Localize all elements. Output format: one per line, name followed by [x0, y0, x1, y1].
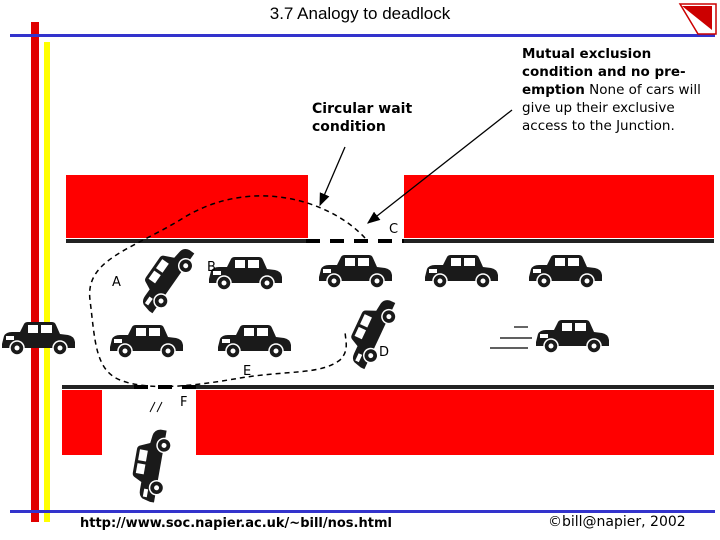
- left-red-bar: [31, 22, 39, 522]
- car-icon: [217, 324, 292, 359]
- label-c: C: [389, 222, 399, 237]
- car-icon: [109, 324, 184, 359]
- road-edge-top-left: [66, 239, 308, 243]
- road-block-top-left: [66, 175, 308, 238]
- footer-copyright: ©bill@napier, 2002: [548, 514, 686, 530]
- road-edge-top-right: [404, 239, 714, 243]
- mutual-exclusion-text: Mutual exclusion condition and no pre-em…: [522, 45, 720, 135]
- circular-wait-label: Circular wait condition: [312, 101, 413, 135]
- car-icon: [528, 254, 603, 289]
- label-e: E: [243, 364, 252, 379]
- car-icon: [424, 254, 499, 289]
- road-block-top-right: [404, 175, 714, 238]
- arrow-icon: [319, 146, 346, 207]
- slide-title: 3.7 Analogy to deadlock: [269, 4, 451, 23]
- footer-blue-line: [10, 510, 715, 513]
- left-yellow-bar: [44, 42, 50, 522]
- road-edge-bottom-left: [62, 385, 136, 389]
- car-icon: [340, 291, 403, 373]
- car-icon: [535, 319, 610, 354]
- car-icon: [208, 256, 283, 291]
- label-d: D: [379, 345, 390, 360]
- top-blue-line: [10, 34, 715, 37]
- car-icon: [130, 237, 201, 319]
- label-b: B: [207, 260, 216, 275]
- road-block-bottom-left: [62, 390, 102, 455]
- car-icon: [127, 425, 175, 505]
- footer-url-link[interactable]: http://www.soc.napier.ac.uk/~bill/nos.ht…: [80, 516, 392, 531]
- mutual-exclusion-heading: Mutual exclusion condition and no pre-em…: [522, 46, 686, 98]
- label-a: A: [112, 275, 121, 290]
- road-edge-bottom-right: [190, 385, 714, 389]
- label-f: F: [180, 395, 188, 410]
- mutual-exclusion-body: None of cars will give up their exclusiv…: [522, 82, 701, 134]
- road-block-bottom-right: [196, 390, 714, 455]
- car-icon: [318, 254, 393, 289]
